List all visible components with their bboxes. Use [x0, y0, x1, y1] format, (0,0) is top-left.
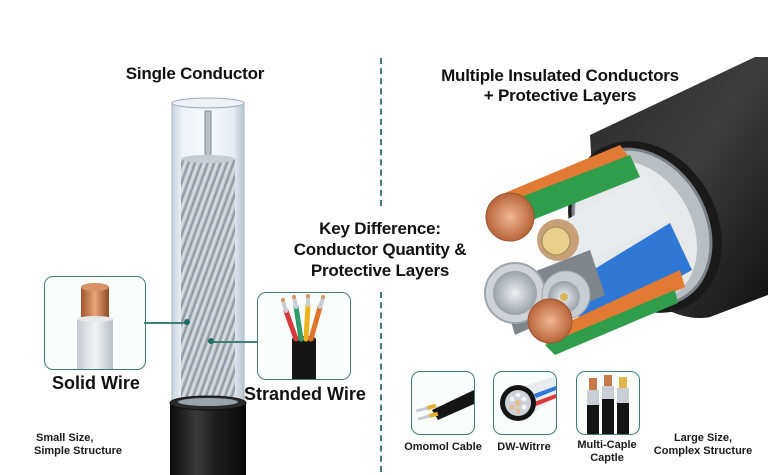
right-caption-line-1: Large Size,	[673, 432, 733, 444]
solid-wire-card	[44, 276, 146, 370]
solid-wire-connector	[144, 322, 188, 324]
multi-cable-icon	[587, 375, 629, 434]
example-label-2: DW-Witrre	[497, 441, 551, 453]
solid-wire-label: Solid Wire	[52, 373, 140, 393]
example-card-2	[493, 371, 557, 435]
solid-wire-icon	[77, 283, 113, 369]
multi-conductor-title-line-1: Multiple Insulated Conductors	[441, 66, 679, 85]
multi-conductor-title: Multiple Insulated Conductors + Protecti…	[420, 66, 700, 106]
multi-conductor-cable-illustration	[470, 55, 768, 355]
single-conductor-title: Single Conductor	[125, 64, 265, 83]
example-label-3: Multi-Caple Captle	[567, 439, 647, 465]
flat-cable-icon	[415, 390, 474, 421]
key-difference-line-3: Protective Layers	[310, 261, 450, 280]
right-caption-line-2: Complex Structure	[653, 445, 753, 457]
example-label-3-line-2: Captle	[590, 452, 624, 464]
left-caption-line-1: Small Size,	[36, 432, 94, 444]
stranded-wire-connector	[212, 341, 257, 343]
stranded-wire-pointer-dot	[208, 338, 214, 344]
single-conductor-illustration	[168, 97, 248, 475]
key-difference-line-2: Conductor Quantity &	[293, 240, 467, 259]
stranded-wire-label: Stranded Wire	[244, 384, 366, 404]
key-difference-line-1: Key Difference:	[319, 219, 441, 238]
stranded-wire-card	[257, 292, 351, 380]
example-label-1: Omomol Cable	[404, 441, 482, 453]
key-difference-text: Key Difference: Conductor Quantity & Pro…	[275, 218, 485, 281]
left-caption: Small Size, Simple Structure	[34, 432, 123, 458]
section-divider-top	[380, 58, 382, 206]
multi-conductor-title-line-2: + Protective Layers	[483, 86, 637, 105]
example-card-3	[576, 371, 640, 435]
left-caption-line-2: Simple Structure	[34, 445, 123, 457]
section-divider-bottom	[380, 292, 382, 472]
solid-wire-pointer-dot	[184, 319, 190, 325]
stranded-wire-icon	[281, 294, 325, 379]
right-caption: Large Size, Complex Structure	[648, 432, 758, 458]
multicore-cable-icon	[500, 376, 556, 421]
example-label-3-line-1: Multi-Caple	[577, 439, 637, 451]
example-card-1	[411, 371, 475, 435]
